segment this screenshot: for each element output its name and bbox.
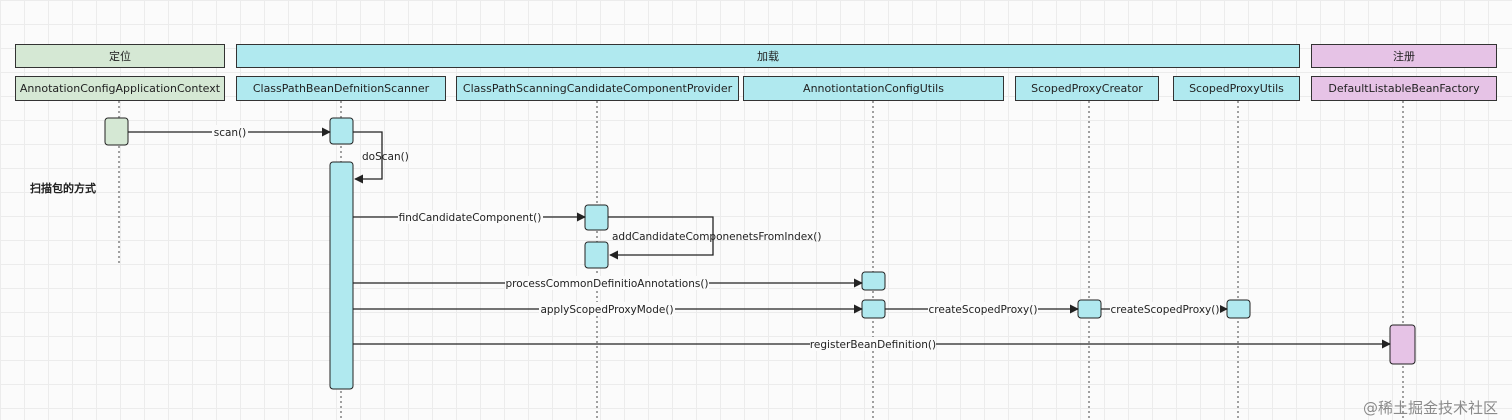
- activation-p4-process: [861, 271, 886, 291]
- message-doscan-line: [353, 131, 383, 184]
- phase-load: 加载: [236, 44, 1300, 68]
- activation-p5: [1077, 299, 1102, 319]
- activation-p7: [1389, 324, 1416, 365]
- activation-p3-index: [584, 241, 609, 269]
- message-index-line: [608, 216, 714, 260]
- activation-p4-apply: [861, 299, 886, 319]
- message-apply-label: applyScopedProxyMode(): [540, 304, 673, 316]
- watermark: @稀土掘金技术社区: [1362, 399, 1498, 417]
- message-create2-label: createScopedProxy(): [1111, 304, 1220, 316]
- message-index-label: addCandidateComponenetsFromIndex(): [612, 231, 821, 243]
- participant-scoped-proxy-utils: ScopedProxyUtils: [1173, 76, 1300, 101]
- message-create1-label: createScopedProxy(): [929, 304, 1038, 316]
- activation-p1: [104, 117, 129, 146]
- participant-annotation-config-utils: AnnotiontationConfigUtils: [743, 76, 1004, 101]
- message-doscan-label: doScan(): [362, 151, 409, 163]
- message-scan-label: scan(): [214, 127, 247, 139]
- phase-locate: 定位: [15, 44, 225, 68]
- activation-p2-doscan: [329, 161, 354, 390]
- message-process-label: processCommonDefinitioAnnotations(): [505, 278, 708, 290]
- participant-default-listable-bean-factory: DefaultListableBeanFactory: [1311, 76, 1497, 101]
- participant-annotation-config-application-context: AnnotationConfigApplicationContext: [15, 76, 225, 101]
- participant-scoped-proxy-creator: ScopedProxyCreator: [1015, 76, 1159, 101]
- activation-p6: [1226, 299, 1251, 319]
- participant-class-path-bean-definition-scanner: ClassPathBeanDefnitionScanner: [236, 76, 446, 101]
- participant-candidate-component-provider: ClassPathScanningCandidateComponentProvi…: [456, 76, 739, 101]
- activation-p3-find: [584, 204, 609, 231]
- message-register-label: registerBeanDefinition(): [810, 339, 936, 351]
- phase-register: 注册: [1311, 44, 1497, 68]
- activation-p2-scan: [329, 117, 354, 145]
- scan-package-note: 扫描包的方式: [30, 182, 96, 195]
- message-find-label: findCandidateComponent(): [399, 212, 542, 224]
